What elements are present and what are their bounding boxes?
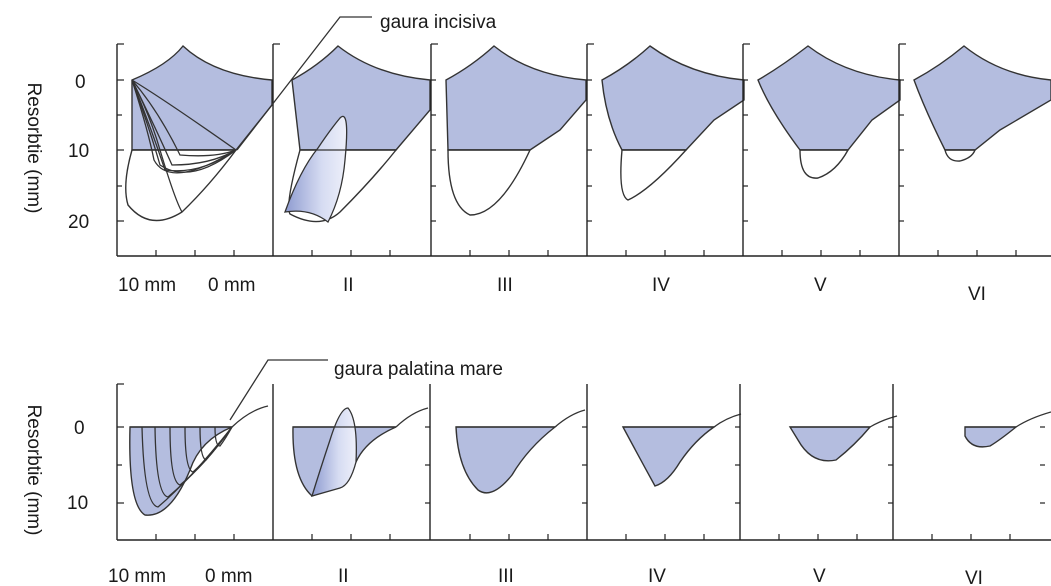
top-shape-III <box>445 45 587 151</box>
top-outline-I <box>125 149 238 222</box>
top-callout-leader <box>236 16 372 151</box>
bottom-x-label-10mm: 10 mm <box>108 566 166 586</box>
top-x-label-II: II <box>343 275 354 296</box>
top-outline-III <box>447 149 532 216</box>
bottom-curves-I <box>141 426 233 508</box>
bottom-callout-label: gaura palatina mare <box>334 359 503 380</box>
bottom-x-label-V: V <box>813 566 826 586</box>
top-frames <box>116 43 1051 257</box>
top-y-ticks <box>117 79 904 222</box>
bottom-x-label-II: II <box>338 566 349 586</box>
top-x-label-IV: IV <box>652 275 670 296</box>
top-outline-VI <box>944 149 977 162</box>
top-shape-VI <box>913 45 1051 151</box>
bottom-x-label-0mm: 0 mm <box>205 566 253 586</box>
top-curves-I <box>131 79 237 213</box>
bottom-callout-leader <box>229 359 328 421</box>
top-outline-V <box>799 149 850 179</box>
top-x-ticks <box>155 250 1017 256</box>
bottom-cut-section-II <box>311 407 357 497</box>
top-x-label-10mm: 10 mm <box>118 275 176 296</box>
top-x-label-V: V <box>814 275 827 296</box>
bottom-frames <box>116 384 1051 541</box>
bottom-ridge-V <box>869 415 898 428</box>
top-x-label-III: III <box>497 275 513 296</box>
bottom-y-tick-10: 10 <box>67 493 88 514</box>
bottom-y-tick-0: 0 <box>74 418 85 439</box>
top-y-axis-title: Resorbtie (mm) <box>23 83 44 214</box>
bottom-x-label-III: III <box>498 566 514 586</box>
bottom-y-ticks <box>117 383 1045 504</box>
bottom-ridge-III <box>554 409 586 428</box>
bottom-x-label-VI: VI <box>965 568 983 586</box>
top-shape-V <box>757 45 901 151</box>
bottom-x-ticks <box>155 534 1011 540</box>
bottom-panel: Resorbtie (mm) 0 10 <box>23 359 1051 586</box>
top-shape-IV <box>601 45 745 151</box>
top-x-label-0mm: 0 mm <box>208 275 256 296</box>
top-y-tick-10: 10 <box>68 141 89 162</box>
bottom-shape-V <box>788 426 872 462</box>
bottom-shape-VI <box>964 426 1018 448</box>
top-y-tick-0: 0 <box>75 72 86 93</box>
bottom-y-axis-title: Resorbtie (mm) <box>23 405 44 536</box>
bottom-ridge-I <box>231 405 269 428</box>
bottom-ridge-II <box>395 407 429 428</box>
top-panel: Resorbtie (mm) 0 10 20 <box>23 12 1051 305</box>
bottom-ridge-IV <box>713 413 742 428</box>
top-callout-label: gaura incisiva <box>380 12 497 33</box>
bottom-shape-III <box>455 426 558 494</box>
top-outline-IV <box>620 149 688 201</box>
top-x-label-VI: VI <box>968 284 986 305</box>
top-shape-I <box>131 44 273 151</box>
bottom-shape-IV <box>621 426 717 487</box>
top-shape-II <box>291 45 431 151</box>
top-cut-section-II <box>284 115 348 223</box>
bottom-ridge-VI <box>1015 411 1051 428</box>
bottom-x-label-IV: IV <box>648 566 666 586</box>
top-y-tick-20: 20 <box>68 212 89 233</box>
